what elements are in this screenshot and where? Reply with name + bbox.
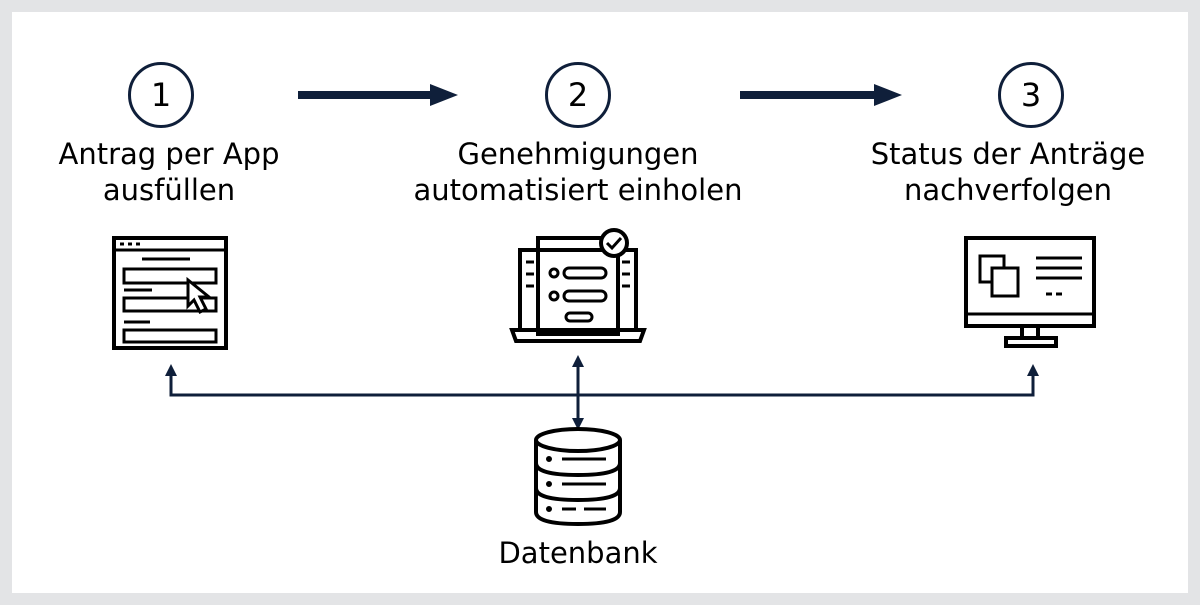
step-2-label: Genehmigungen automatisiert einholen — [368, 136, 788, 208]
step-2-number: 2 — [567, 76, 589, 114]
step-2-number-circle: 2 — [545, 62, 611, 128]
step-2-label-line1: Genehmigungen — [457, 137, 699, 171]
step-1-label-line2: ausfüllen — [102, 173, 236, 207]
monitor-dashboard-icon — [964, 236, 1096, 348]
step-1-label-line1: Antrag per App — [58, 137, 280, 171]
database-connector-lines — [169, 365, 1035, 420]
laptop-approval-icon — [509, 228, 647, 343]
step-3-number: 3 — [1020, 76, 1042, 114]
step-3-label-line2: nachverfolgen — [903, 173, 1113, 207]
diagram-canvas: 1 2 3 Antrag per App ausfüllen Genehmigu… — [12, 12, 1188, 593]
arrow-step2-to-step3 — [740, 84, 902, 106]
form-cursor-icon — [112, 236, 228, 350]
database-label: Datenbank — [498, 536, 658, 570]
step-2-label-line2: automatisiert einholen — [413, 173, 743, 207]
step-3-label: Status der Anträge nachverfolgen — [798, 136, 1200, 208]
step-1-number-circle: 1 — [128, 62, 194, 128]
arrow-step1-to-step2 — [298, 84, 458, 106]
connector-arrowheads — [165, 355, 1039, 430]
step-1-label: Antrag per App ausfüllen — [0, 136, 379, 208]
database-icon — [534, 427, 622, 527]
step-1-number: 1 — [150, 76, 172, 114]
step-3-label-line1: Status der Anträge — [870, 137, 1146, 171]
step-3-number-circle: 3 — [998, 62, 1064, 128]
